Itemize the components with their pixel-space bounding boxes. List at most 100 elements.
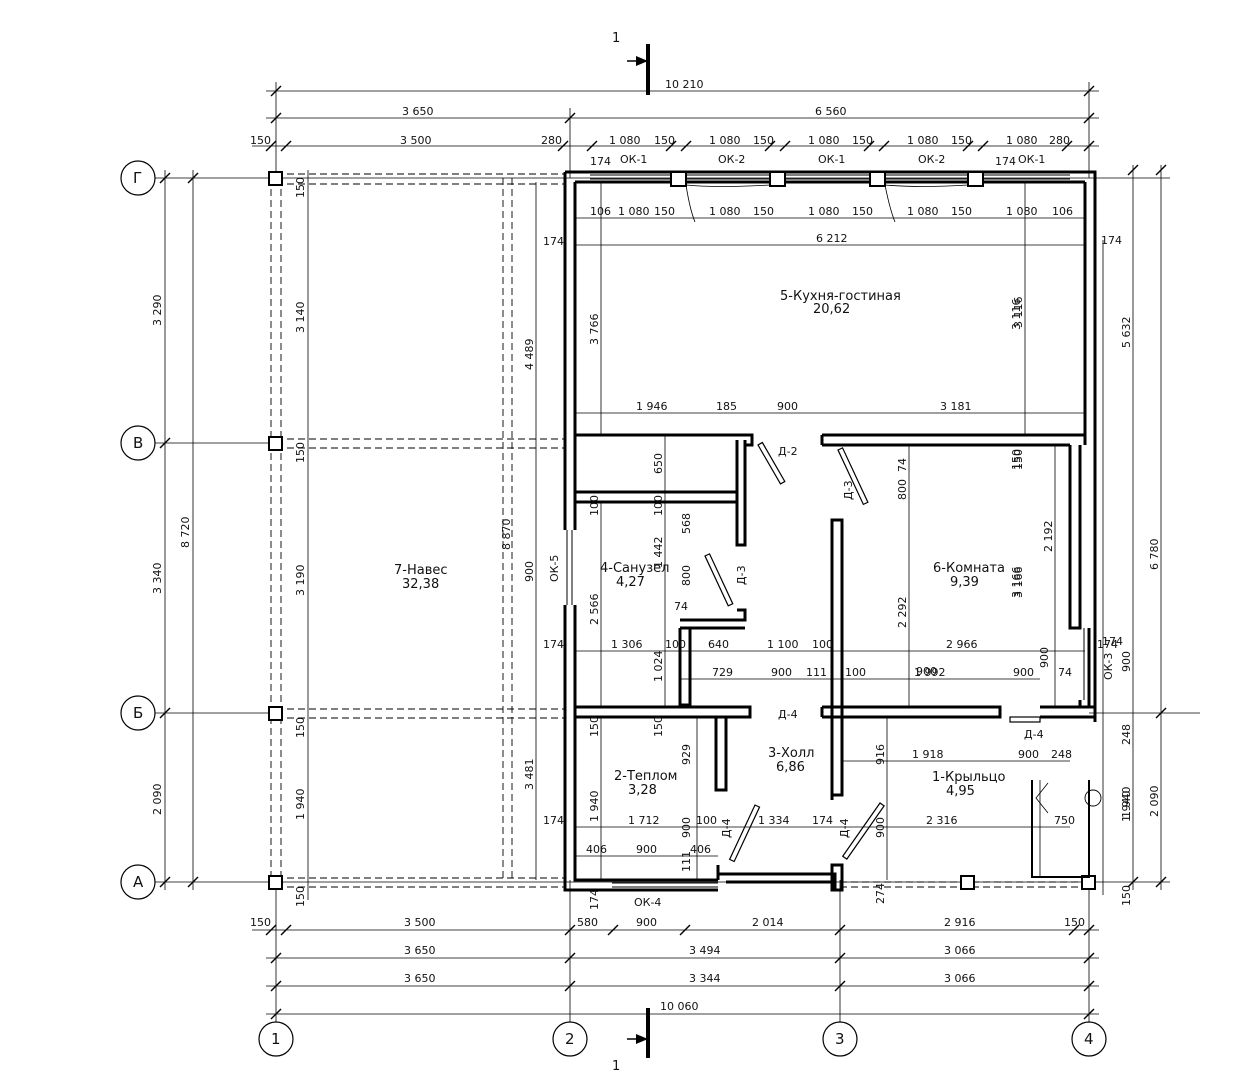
dim-top-r3-5: 1 080 [709,134,741,147]
dim-left-total: 8 720 [179,517,192,549]
in-san-13: 100 [812,638,833,651]
room-area-teplom: 3,28 [628,783,657,798]
section-mark-top: 1 [612,31,650,95]
in-misc-8870: 8 870 [500,519,513,551]
in-hall-2: 929 [680,744,693,765]
axis-bubble-1 [258,1021,294,1057]
dim-left-o-1: 3 340 [151,563,164,595]
in-win-10: 106 [1052,205,1073,218]
in-win-4: 150 [753,205,774,218]
in-misc-274: 274 [874,883,887,904]
dim-left-i-2: 150 [294,442,307,463]
in-row-6: 74 [1058,666,1072,679]
in-bot-4: 2 316 [926,814,958,827]
in-r6-2: 2 292 [896,597,909,629]
in-bot-7: 900 [636,843,657,856]
windows-top: ОК-1 ОК-2 ОК-1 ОК-2 ОК-1 [590,153,1070,223]
room-name-porch: 1-Крыльцо [932,770,1006,785]
window-tag-ok1-c: ОК-1 [1018,153,1045,166]
dim-right-i-5: 900 [1120,651,1133,672]
in-overall-left: 4 489 [523,339,536,371]
dim-left-o-2: 2 090 [151,784,164,816]
axis-label-2: 2 [565,1030,575,1048]
room-name-kitchen: 5-Кухня-гостиная [780,289,901,304]
dim-right-i-0: 174 [1101,234,1122,247]
dim-bot-r1-4: 2 014 [752,916,784,929]
room-area-hall: 6,86 [776,760,805,775]
door-tag-d3-a: Д-3 [842,480,855,500]
dim-right-o-2: 2 090 [1148,786,1161,818]
in-san-4: 1 442 [652,537,665,569]
room-area-porch: 4,95 [946,784,975,799]
in-hall-0: 150 [588,716,601,737]
dim-right-i-6: 248 [1120,724,1133,745]
porch-stairs [1031,780,1102,878]
section-label-top: 1 [612,31,620,46]
walls [563,170,1097,892]
dim-top-r3-11: 1 080 [1006,134,1038,147]
axis-label-G: Г [133,169,142,187]
in-hall-6: 900 [1018,748,1039,761]
dim-top-r3-3: 1 080 [609,134,641,147]
in-d2-0: 1 946 [636,400,668,413]
in-174-3: 174 [543,638,564,651]
in-r6-0: 74 [896,458,909,472]
dim-right-i-2: 150 [1010,449,1023,470]
room-name-canopy: 7-Навес [394,563,448,578]
inner-dim-lines [535,182,1085,880]
dims-left: 3 290 3 340 2 090 8 720 150 3 140 150 3 … [151,170,309,907]
axis-bubble-4 [1071,1021,1107,1057]
in-174-1: 174 [590,155,611,168]
dim-top-part-2: 6 560 [815,105,847,118]
in-win-8: 150 [951,205,972,218]
in-174-2: 174 [995,155,1016,168]
in-kitchen-h-right: 3 116 [1012,297,1025,329]
room-name-teplom: 2-Теплом [614,769,677,784]
in-san-0: 650 [652,453,665,474]
dim-bot-total: 10 060 [660,1000,699,1013]
dim-top-r3-0: 150 [250,134,271,147]
window-tag-ok1-a: ОК-1 [620,153,647,166]
in-san-11: 640 [708,638,729,651]
door-tag-d4-b: Д-4 [720,818,733,838]
dim-top-total: 10 210 [665,78,704,91]
dim-right-o-1: 6 780 [1148,539,1161,571]
dim-top-r3-8: 150 [852,134,873,147]
dim-top-r3-6: 150 [753,134,774,147]
in-san-9: 100 [665,638,686,651]
dim-right-i-4: 174 [1097,638,1118,651]
in-bot-0: 1 712 [628,814,660,827]
door-tag-d2: Д-2 [778,445,798,458]
window-tag-ok5: ОК-5 [548,555,561,582]
window-tag-ok4: ОК-4 [634,896,661,909]
in-r6-1: 800 [896,479,909,500]
dim-bot-r2-0: 3 650 [404,944,436,957]
in-bot-9: 111 [680,851,693,872]
in-kitchen-h-left: 3 766 [588,314,601,346]
dim-bot-r3-2: 3 066 [944,972,976,985]
window-tag-ok2-a: ОК-2 [718,153,745,166]
in-row-5: 900 [1013,666,1034,679]
axis-label-V: В [133,434,143,452]
axis-bubble-2 [552,1021,588,1057]
in-bot-12: 1 940 [588,791,601,823]
dim-top-r3-9: 1 080 [907,134,939,147]
in-san-7: 2 566 [588,594,601,626]
dim-bot-r1-1: 3 500 [404,916,436,929]
room-name-hall: 3-Холл [768,746,814,761]
dim-left-i-5: 1 940 [294,789,307,821]
doors: Д-2 Д-3 Д-3 Д-4 Д-4 Д-4 Д-4 [704,441,1044,863]
in-kitchen-width: 6 212 [816,232,848,245]
dim-left-i-0: 150 [294,177,307,198]
dim-bot-r1-0: 150 [250,916,271,929]
in-r6-5: 3 166 [1012,567,1025,599]
in-bot-3: 174 [812,814,833,827]
in-bot-13: 1 940 [1120,791,1133,823]
in-san-6: 74 [674,600,688,613]
windows-other: ОК-4 ОК-5 ОК-3 [548,530,1115,909]
dim-top-r3-7: 1 080 [808,134,840,147]
dim-bot-r2-2: 3 066 [944,944,976,957]
in-row-2: 111 [806,666,827,679]
dim-bot-r1-2: 580 [577,916,598,929]
axis-label-B: Б [133,704,143,722]
